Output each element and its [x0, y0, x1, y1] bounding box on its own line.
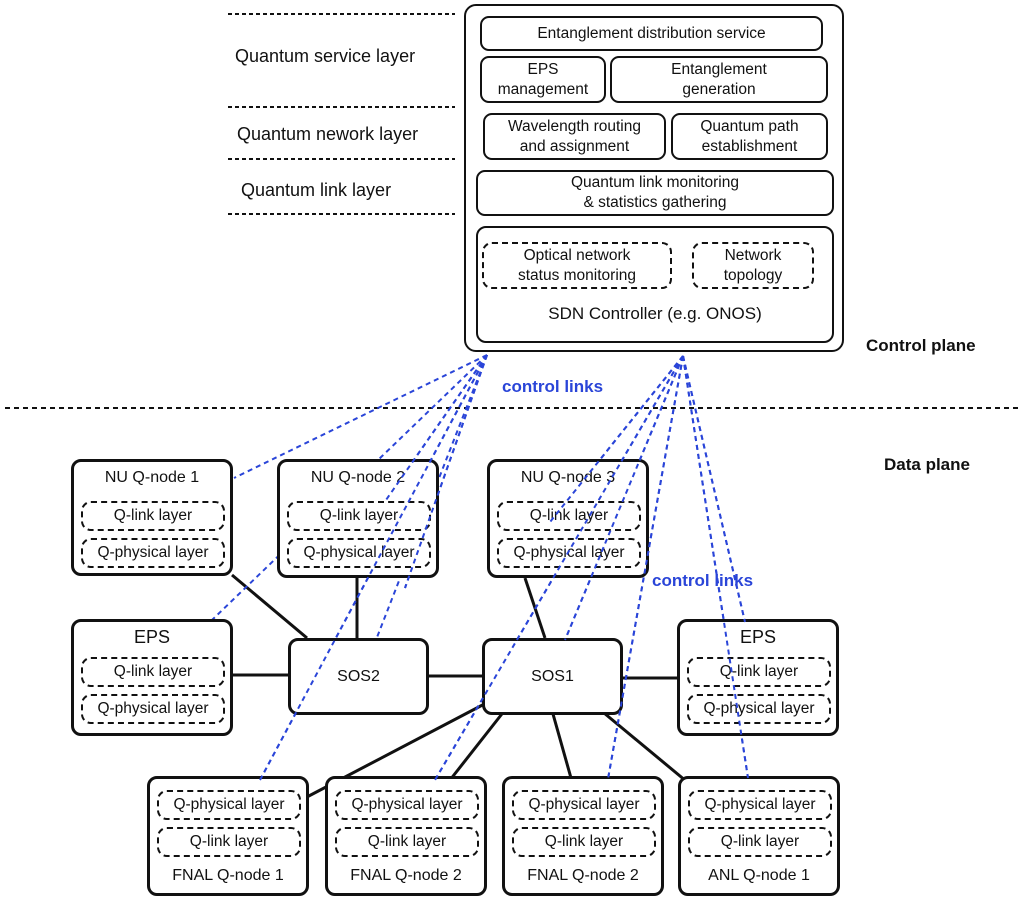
- entanglement-distribution-service: Entanglement distribution service: [480, 16, 823, 51]
- q-link-layer: Q-link layer: [335, 827, 479, 857]
- node-title: FNAL Q-node 1: [172, 867, 284, 884]
- quantum-link-monitoring: Quantum link monitoring & statistics gat…: [476, 170, 834, 216]
- q-link-layer: Q-link layer: [287, 501, 431, 531]
- q-physical-layer: Q-physical layer: [687, 694, 831, 724]
- q-physical-layer: Q-physical layer: [81, 694, 225, 724]
- link-sos1-fnal2b: [551, 713, 573, 779]
- q-link-layer: Q-link layer: [688, 827, 832, 857]
- control-plane-label: Control plane: [866, 336, 976, 355]
- node-title: EPS: [133, 627, 171, 647]
- nu-q-node-3: NU Q-node 3 Q-link layer Q-physical laye…: [487, 459, 649, 578]
- node-title: FNAL Q-node 2: [527, 867, 639, 884]
- q-physical-layer: Q-physical layer: [512, 790, 656, 820]
- eps-node-left: EPS Q-link layer Q-physical layer: [71, 619, 233, 736]
- nu-q-node-1: NU Q-node 1 Q-link layer Q-physical laye…: [71, 459, 233, 576]
- q-physical-layer: Q-physical layer: [81, 538, 225, 568]
- link-nu1-sos2: [231, 573, 308, 640]
- q-link-layer: Q-link layer: [81, 657, 225, 687]
- quantum-path-establishment: Quantum path establishment: [671, 113, 828, 160]
- q-link-layer: Q-link layer: [687, 657, 831, 687]
- q-physical-layer: Q-physical layer: [335, 790, 479, 820]
- node-title: NU Q-node 3: [520, 469, 616, 486]
- control-links-label-right: control links: [652, 571, 754, 590]
- sdn-controller-label: SDN Controller (e.g. ONOS): [548, 304, 762, 323]
- node-title: ANL Q-node 1: [708, 867, 810, 884]
- fnal-q-node-1: Q-physical layer Q-link layer FNAL Q-nod…: [147, 776, 309, 896]
- eps-management: EPS management: [480, 56, 606, 103]
- wavelength-routing-and-assignment: Wavelength routing and assignment: [483, 113, 666, 160]
- fnal-q-node-2-b: Q-physical layer Q-link layer FNAL Q-nod…: [502, 776, 664, 896]
- sos2-switch: SOS2: [288, 638, 429, 715]
- optical-network-status-monitoring: Optical network status monitoring: [482, 242, 672, 289]
- q-physical-layer: Q-physical layer: [688, 790, 832, 820]
- quantum-link-layer-label: Quantum link layer: [241, 180, 392, 200]
- nu-q-node-2: NU Q-node 2 Q-link layer Q-physical laye…: [277, 459, 439, 578]
- link-sos1-anl1: [597, 706, 687, 783]
- eps-node-right: EPS Q-link layer Q-physical layer: [677, 619, 839, 736]
- quantum-network-layer-label: Quantum nework layer: [237, 124, 419, 144]
- fnal-q-node-2-a: Q-physical layer Q-link layer FNAL Q-nod…: [325, 776, 487, 896]
- node-title: NU Q-node 2: [310, 469, 406, 486]
- quantum-service-layer-label: Quantum service layer: [235, 46, 416, 66]
- q-link-layer: Q-link layer: [512, 827, 656, 857]
- q-physical-layer: Q-physical layer: [497, 538, 641, 568]
- node-title: NU Q-node 1: [104, 469, 200, 486]
- link-sos1-fnal2a: [448, 709, 507, 781]
- q-link-layer: Q-link layer: [497, 501, 641, 531]
- network-topology: Network topology: [692, 242, 814, 289]
- data-plane-label: Data plane: [884, 455, 970, 474]
- control-links-label-top: control links: [502, 377, 604, 396]
- q-physical-layer: Q-physical layer: [287, 538, 431, 568]
- anl-q-node-1: Q-physical layer Q-link layer ANL Q-node…: [678, 776, 840, 896]
- sos1-switch: SOS1: [482, 638, 623, 715]
- q-link-layer: Q-link layer: [157, 827, 301, 857]
- node-title: EPS: [739, 627, 777, 647]
- node-title: FNAL Q-node 2: [350, 867, 462, 884]
- q-physical-layer: Q-physical layer: [157, 790, 301, 820]
- q-link-layer: Q-link layer: [81, 501, 225, 531]
- entanglement-generation: Entanglement generation: [610, 56, 828, 103]
